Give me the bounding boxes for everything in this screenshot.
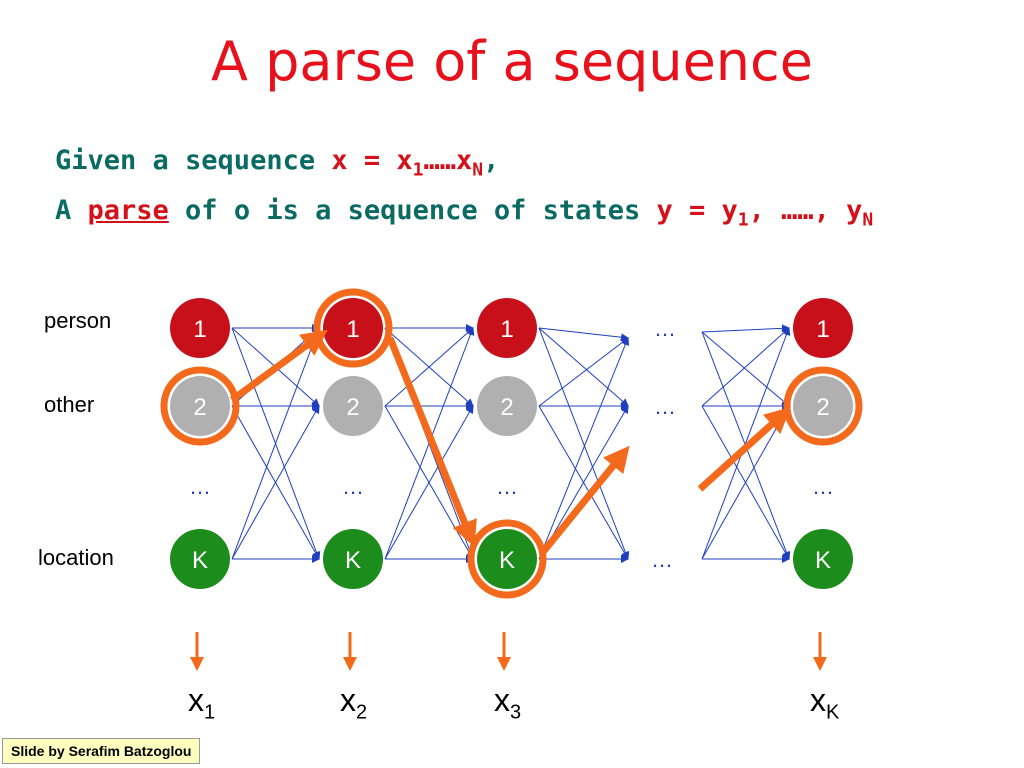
transition-edge-ell-cK-0-1 — [701, 331, 790, 407]
parse-path-step-3 — [540, 445, 630, 555]
state-1-col-2-label: 1 — [346, 316, 359, 343]
state-2-col-2 — [323, 376, 383, 436]
transition-edge-ell-cK-1-0 — [701, 327, 790, 407]
parse-path-step-1 — [229, 329, 328, 403]
state-K-col-3 — [477, 529, 537, 589]
observation-x2: x2 — [340, 682, 368, 724]
row-label-other: other — [44, 392, 95, 417]
state-K-col-4-label: K — [815, 547, 831, 574]
state-ellipsis-col-1: … — [189, 474, 211, 499]
state-1-col-3 — [477, 298, 537, 358]
state-2-col-4-label: 2 — [816, 394, 829, 421]
state-1-col-2-highlight — [313, 288, 393, 368]
state-2-col-3 — [477, 376, 537, 436]
state-2-col-1-highlight — [160, 366, 240, 446]
ellipsis-column-marker-2: … — [654, 394, 676, 419]
state-1-col-4-label: 1 — [816, 316, 829, 343]
transition-edge-c1c2-2-1 — [231, 405, 320, 560]
state-K-col-2-label: K — [345, 547, 361, 574]
definition-line-2: A parse of o is a sequence of states y =… — [55, 195, 874, 231]
observation-x3: x3 — [494, 682, 522, 724]
parse-path-step-2 — [386, 336, 477, 548]
transition-edge-c2c3-1-0 — [384, 327, 474, 407]
state-K-col-2 — [323, 529, 383, 589]
transition-edge-c1c2-2-0 — [231, 327, 321, 560]
transition-edge-c3-ell-2-0 — [538, 337, 630, 560]
state-1-col-1 — [170, 298, 230, 358]
ellipsis-column-marker-1: … — [654, 316, 676, 341]
parse-term: parse — [87, 195, 169, 226]
state-ellipsis-col-3: … — [496, 474, 518, 499]
state-ellipsis-col-4: … — [812, 474, 834, 499]
state-K-col-1-label: K — [192, 547, 208, 574]
row-label-person: person — [44, 308, 112, 333]
slide-title: A parse of a sequence — [211, 30, 813, 93]
row-label-location: location — [38, 545, 114, 570]
state-2-col-1 — [170, 376, 230, 436]
transition-edge-c3-ell-0-0 — [538, 327, 629, 342]
state-2-col-1-label: 2 — [193, 394, 206, 421]
state-ellipsis-col-2: … — [342, 474, 364, 499]
state-2-col-4 — [793, 376, 853, 436]
state-1-col-4 — [793, 298, 853, 358]
x-sequence: x = x1……xN — [331, 145, 484, 181]
state-1-col-1-label: 1 — [193, 316, 206, 343]
slide-credit: Slide by Serafim Batzoglou — [2, 738, 201, 764]
state-K-col-1 — [170, 529, 230, 589]
state-1-col-2 — [323, 298, 383, 358]
observation-xK: xK — [810, 682, 840, 724]
observation-x1: x1 — [188, 682, 216, 724]
y-sequence: y = y1, ……, yN — [656, 195, 874, 231]
ellipsis-column-marker-3: … — [651, 547, 673, 572]
state-K-col-3-label: K — [499, 547, 515, 574]
state-2-col-2-label: 2 — [346, 394, 359, 421]
transition-edge-c3-ell-1-0 — [538, 337, 629, 407]
state-2-col-3-label: 2 — [500, 394, 513, 421]
transition-edge-c3-ell-0-2 — [538, 327, 630, 560]
transition-edge-c3-ell-0-1 — [538, 327, 629, 407]
state-1-col-3-label: 1 — [500, 316, 513, 343]
transition-edge-c2c3-2-1 — [384, 405, 474, 560]
state-2-col-4-highlight — [783, 366, 863, 446]
state-K-col-3-highlight — [467, 519, 547, 599]
line1-text: Given a sequence — [55, 145, 332, 176]
transition-edge-ell-cK-0-0 — [701, 324, 790, 333]
definition-line-1: Given a sequence x = x1……xN, — [55, 145, 500, 181]
parse-path-step-4 — [697, 406, 791, 492]
state-K-col-4 — [793, 529, 853, 589]
